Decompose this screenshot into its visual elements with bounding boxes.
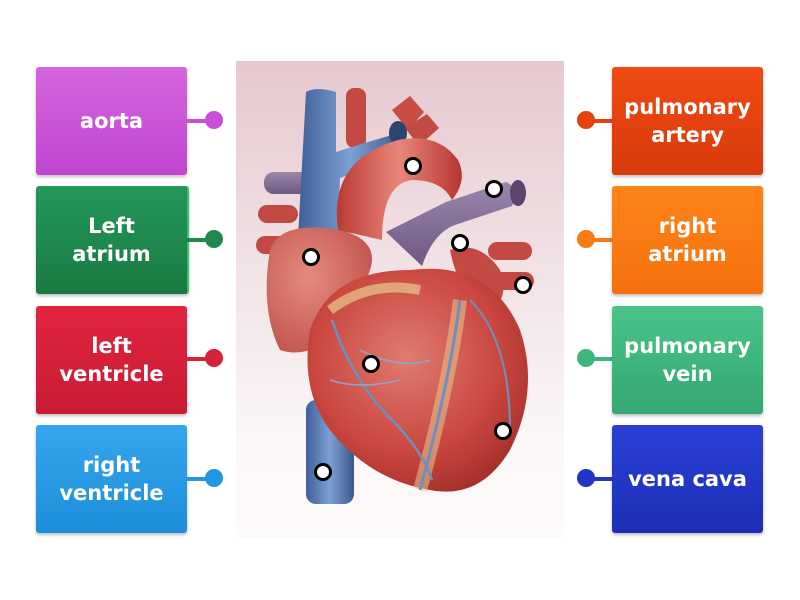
connector-dot[interactable] [577, 230, 595, 248]
hotspot-marker[interactable] [451, 234, 469, 252]
connector-dot[interactable] [205, 349, 223, 367]
label-card-vena-cava[interactable]: vena cava [612, 425, 763, 533]
label-text: pulmonary artery [624, 95, 751, 147]
connector-dot[interactable] [577, 111, 595, 129]
hotspot-marker[interactable] [514, 276, 532, 294]
label-card-pulmonary-vein[interactable]: pulmonary vein [612, 306, 763, 414]
hotspot-marker[interactable] [362, 355, 380, 373]
connector-dot[interactable] [205, 469, 223, 487]
connector-line [592, 119, 612, 123]
connector-dot[interactable] [577, 469, 595, 487]
label-card-right-ventricle[interactable]: right ventricle [36, 425, 187, 533]
label-text: vena cava [628, 467, 747, 491]
connector-line [187, 119, 207, 123]
label-text: right atrium [648, 214, 727, 266]
label-card-left-ventricle[interactable]: left ventricle [36, 306, 187, 414]
connector-dot[interactable] [577, 349, 595, 367]
label-card-aorta[interactable]: aorta [36, 67, 187, 175]
connector-line [592, 477, 612, 481]
label-text: pulmonary vein [624, 334, 751, 386]
hotspot-marker[interactable] [314, 463, 332, 481]
label-card-left-atrium[interactable]: Left atrium [36, 186, 189, 294]
heart-diagram-image [236, 61, 564, 538]
connector-dot[interactable] [205, 111, 223, 129]
connector-line [592, 238, 612, 242]
hotspot-marker[interactable] [404, 157, 422, 175]
hotspot-marker[interactable] [302, 248, 320, 266]
label-text: aorta [79, 109, 144, 133]
label-text: left ventricle [59, 334, 164, 386]
connector-line [187, 238, 207, 242]
connector-line [592, 357, 612, 361]
hotspot-marker[interactable] [485, 180, 503, 198]
label-card-right-atrium[interactable]: right atrium [612, 186, 763, 294]
hotspot-marker[interactable] [494, 422, 512, 440]
label-text: right ventricle [59, 453, 164, 505]
label-text: Left atrium [72, 214, 151, 266]
label-card-pulmonary-artery[interactable]: pulmonary artery [612, 67, 763, 175]
connector-line [187, 477, 207, 481]
heart-illustration [256, 88, 534, 504]
connector-line [187, 357, 207, 361]
connector-dot[interactable] [205, 230, 223, 248]
